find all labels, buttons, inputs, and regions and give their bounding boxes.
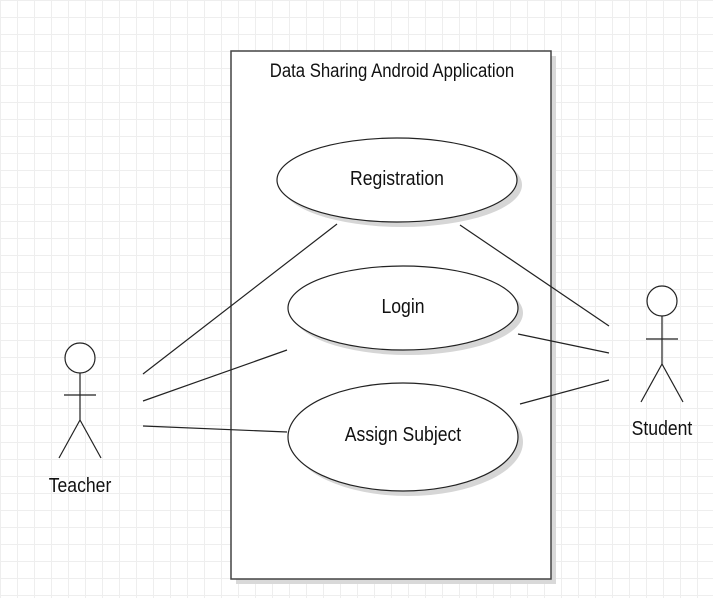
- association-teacher-assign-subject: [142, 425, 288, 433]
- association-teacher-registration: [142, 223, 338, 375]
- teacher-actor-icon: [58, 342, 102, 459]
- student-label: Student: [631, 418, 693, 440]
- teacher-label: Teacher: [48, 475, 112, 497]
- association-student-login: [517, 333, 610, 354]
- association-student-assign-subject: [519, 379, 610, 405]
- student-actor-icon: [640, 285, 684, 403]
- assign-subject-label: Assign Subject: [344, 424, 462, 446]
- assign-subject-use-case: [287, 382, 519, 492]
- system-title: Data Sharing Android Application: [269, 61, 515, 82]
- login-label: Login: [381, 296, 425, 318]
- registration-use-case: [276, 137, 518, 223]
- association-student-registration: [459, 224, 610, 327]
- login-use-case: [287, 265, 519, 351]
- association-teacher-login: [142, 349, 288, 402]
- registration-label: Registration: [350, 168, 444, 190]
